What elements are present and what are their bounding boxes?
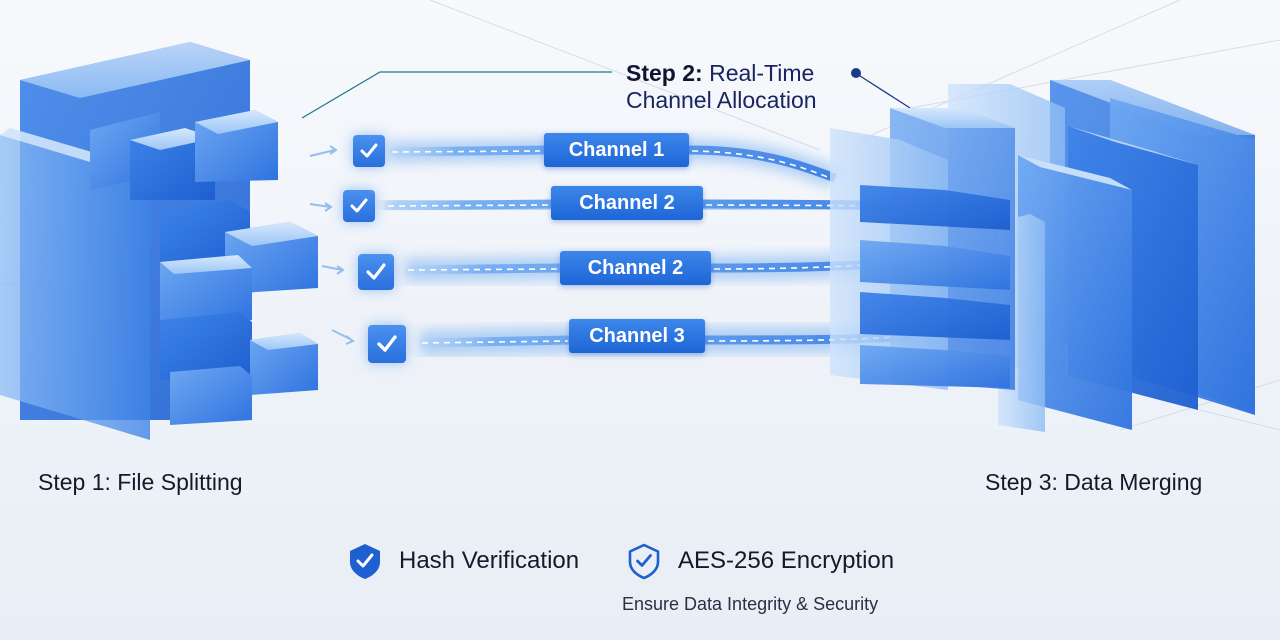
- step2-line1: Real-Time: [702, 60, 815, 86]
- channel2b-check-icon: [358, 254, 394, 290]
- merged-layers: [860, 185, 1010, 388]
- channel1-check-icon: [353, 135, 385, 167]
- hash-verification-label: Hash Verification: [399, 547, 580, 574]
- aes-encryption-label: AES-256 Encryption: [678, 547, 895, 574]
- step2-prefix: Step 2:: [626, 60, 703, 86]
- integrity-tagline: Ensure Data Integrity & Security: [622, 594, 879, 614]
- step2-label: Step 2: Real-Time Channel Allocation: [626, 60, 817, 114]
- step2-line2: Channel Allocation: [626, 87, 817, 113]
- step1-label: Step 1: File Splitting: [38, 469, 243, 495]
- channel-2-pill: Channel 2: [551, 186, 703, 220]
- data-merge-stack: [830, 80, 1255, 432]
- file-split-stack: [0, 42, 318, 440]
- channel-1-pill: Channel 1: [544, 133, 689, 167]
- channel-3-pill: Channel 3: [569, 319, 705, 353]
- channel2-check-icon: [343, 190, 375, 222]
- shield-check-filled-icon: [347, 542, 383, 585]
- step2-dot: [851, 68, 861, 78]
- shield-check-outline-icon: [626, 542, 662, 585]
- step2-connector: [301, 71, 612, 119]
- channel3-check-icon: [368, 325, 406, 363]
- channel-2b-pill: Channel 2: [560, 251, 711, 285]
- step3-label: Step 3: Data Merging: [985, 469, 1203, 495]
- step2-pointer: [856, 73, 911, 109]
- split-arrows: [309, 145, 356, 345]
- file-fragments: [90, 110, 318, 425]
